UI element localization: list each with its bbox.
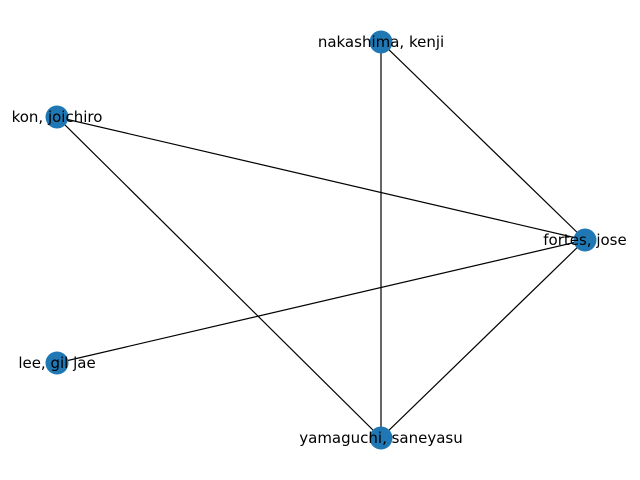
node-label-lee: lee, gil jae xyxy=(18,354,95,372)
node-yamaguchi xyxy=(369,426,393,450)
node-label-fortes: fortes, jose xyxy=(543,231,626,249)
edge-kon-fortes xyxy=(56,116,586,241)
node-label-nakashima: nakashima, kenji xyxy=(318,33,444,51)
node-nakashima xyxy=(369,30,393,54)
edge-fortes-yamaguchi xyxy=(380,239,586,439)
edge-layer xyxy=(56,41,586,439)
node-kon xyxy=(45,105,69,129)
edge-nakashima-fortes xyxy=(380,41,586,241)
node-label-yamaguchi: yamaguchi, saneyasu xyxy=(299,429,463,447)
node-label-kon: kon, joichiro xyxy=(12,108,103,126)
node-layer xyxy=(45,30,597,450)
node-fortes xyxy=(573,228,597,252)
edge-lee-fortes xyxy=(56,239,586,364)
node-lee xyxy=(45,351,69,375)
edge-kon-yamaguchi xyxy=(56,116,382,439)
label-layer: nakashima, kenji kon, joichiro fortes, jos… xyxy=(12,33,627,447)
